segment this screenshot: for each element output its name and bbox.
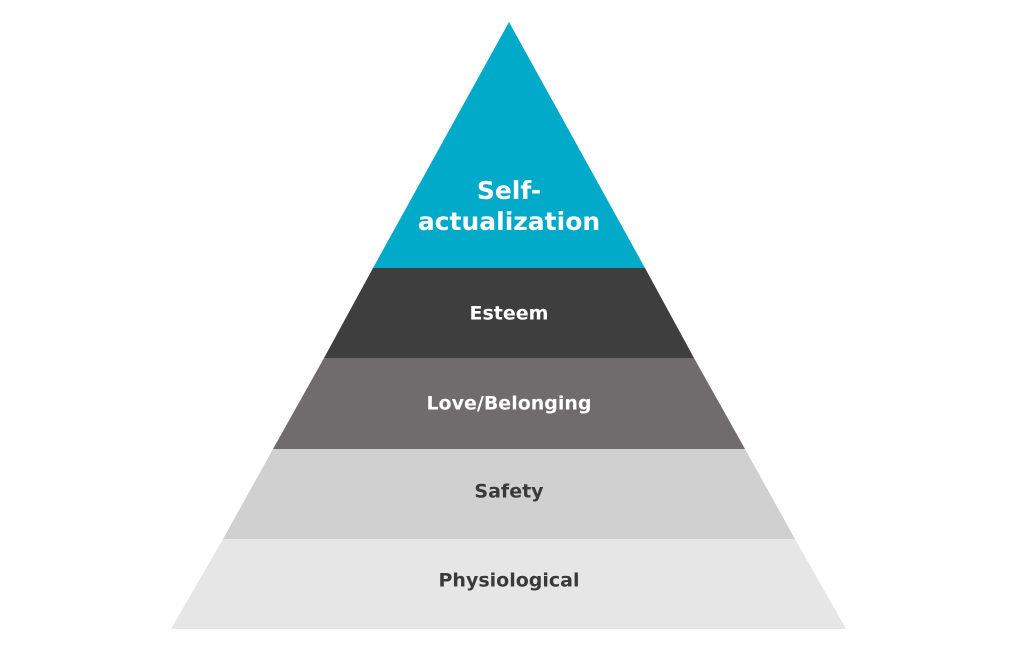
- tier-physiological-label: Physiological: [439, 570, 580, 592]
- tier-love-belonging-label: Love/Belonging: [426, 393, 591, 415]
- tier-self-actualization-label-line-2: actualization: [418, 207, 600, 236]
- tier-safety: [223, 449, 795, 539]
- tier-love-belonging: [273, 358, 745, 449]
- tier-safety-label: Safety: [474, 481, 544, 503]
- tier-self-actualization-label-line-1: Self-: [477, 176, 541, 205]
- tier-physiological: [171, 539, 846, 629]
- tier-self-actualization: [373, 22, 645, 268]
- tier-esteem-label: Esteem: [470, 303, 549, 325]
- tier-esteem: [324, 268, 694, 358]
